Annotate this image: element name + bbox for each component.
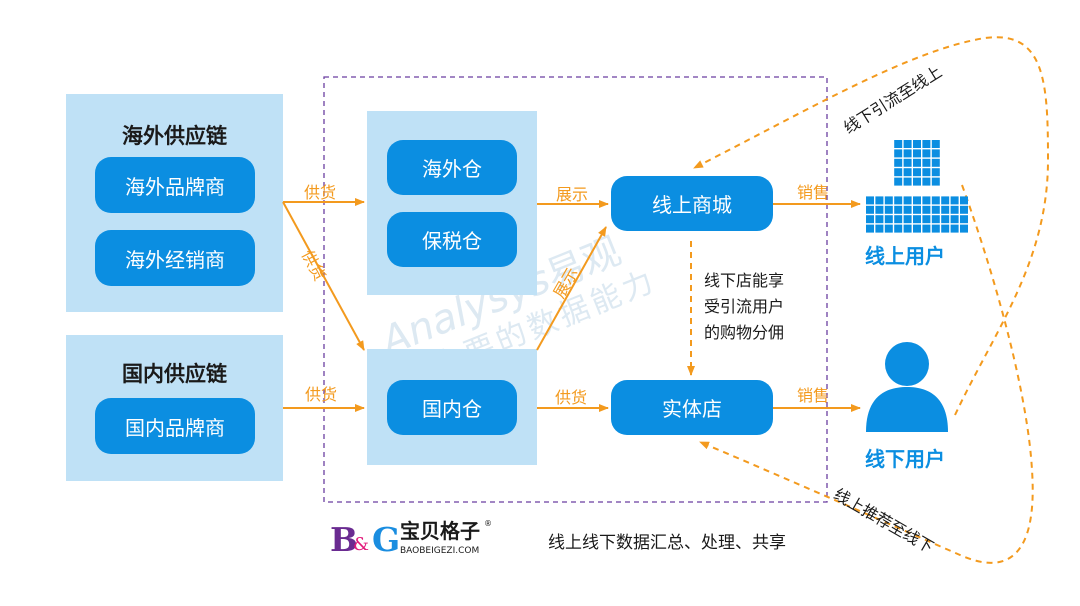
arrow-overseas-to-domestic	[282, 201, 365, 351]
edge-label-supply: 供货	[304, 183, 337, 202]
note-line: 线下店能享	[704, 271, 785, 290]
logo-cn-name: 宝贝格子	[400, 519, 480, 543]
svg-text:®: ®	[484, 519, 492, 528]
edge-label-display: 展示	[556, 185, 589, 204]
offline-users-label: 线下用户	[865, 447, 945, 471]
arrow-dw-to-mall	[536, 226, 607, 351]
logo-mark-g: G	[372, 520, 400, 559]
bonded-warehouse-node: 保税仓	[387, 212, 517, 267]
domestic-brand-node: 国内品牌商	[95, 398, 255, 454]
overseas-supply-chain-title: 海外供应链	[122, 124, 227, 148]
offline-user-icon	[866, 342, 948, 432]
domestic-warehouse-node: 国内仓	[387, 380, 517, 435]
edge-label-supply: 供货	[555, 388, 588, 407]
edge-label-sales: 销售	[797, 183, 830, 202]
domestic-warehouse-panel: 国内仓	[367, 349, 537, 465]
online-users-label: 线上用户	[865, 244, 945, 268]
logo-mark: B	[330, 520, 358, 559]
overseas-supply-chain-panel: 海外供应链 海外品牌商 海外经销商	[66, 94, 283, 312]
domestic-supply-chain-panel: 国内供应链 国内品牌商	[66, 335, 283, 481]
loop-online-to-offline	[699, 184, 1034, 564]
platform-boundary-box	[323, 76, 828, 503]
overseas-warehouse-panel: 海外仓 保税仓	[367, 111, 537, 295]
note-line: 受引流用户	[704, 297, 785, 316]
overseas-brand-node: 海外品牌商	[95, 157, 255, 213]
footer-tagline: 线上线下数据汇总、处理、共享	[548, 533, 786, 553]
logo-mark-amp: &	[353, 534, 369, 555]
commission-note: 线下店能享 受引流用户 的购物分佣	[704, 268, 784, 346]
overseas-warehouse-node: 海外仓	[387, 140, 517, 195]
edge-label-supply: 供货	[305, 385, 338, 404]
note-line: 的购物分佣	[704, 323, 785, 342]
online-mall-node: 线上商城	[611, 176, 773, 231]
edge-label-sales: 销售	[797, 386, 830, 405]
logo-en-name: BAOBEIGEZI.COM	[400, 546, 479, 556]
online-users-icon	[866, 140, 968, 233]
overseas-distributor-node: 海外经销商	[95, 230, 255, 286]
domestic-supply-chain-title: 国内供应链	[122, 362, 227, 386]
baobeigezi-logo: B & G 宝贝格子 ® BAOBEIGEZI.COM	[330, 519, 492, 559]
physical-store-node: 实体店	[611, 380, 773, 435]
